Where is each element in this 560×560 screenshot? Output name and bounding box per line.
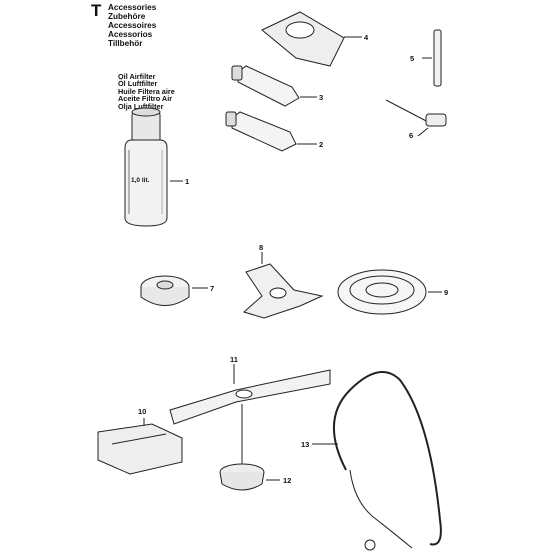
title-fr: Accessoires <box>108 21 157 30</box>
section-letter: T <box>91 1 102 20</box>
combination-wrench-part <box>385 99 447 137</box>
harness-strap-part <box>312 371 442 551</box>
callout-10: 10 <box>138 407 147 416</box>
title-sv: Tillbehör <box>108 39 143 48</box>
section-titles: Accessories Zubehöre Accessoires Acessor… <box>108 3 156 48</box>
support-cup-part <box>219 404 280 491</box>
callout-11: 11 <box>230 355 238 364</box>
oil-label-en: Oil Airfilter <box>118 72 156 81</box>
grease-tube-2 <box>225 111 317 152</box>
oil-label-es: Aceite Filtro Air <box>118 94 173 104</box>
callout-8: 8 <box>259 243 264 252</box>
oil-label-fr: Huile Filtera aire <box>118 86 175 96</box>
callout-7: 7 <box>210 284 215 293</box>
title-de: Zubehöre <box>108 12 146 21</box>
harness-pad-part <box>261 11 362 67</box>
callout-3: 3 <box>319 93 324 102</box>
rod-part <box>422 29 442 87</box>
oil-label-de: Öl Luftfilter <box>118 79 158 89</box>
callout-5: 5 <box>410 54 415 63</box>
oil-bottle-part <box>124 107 183 227</box>
grass-blade-part <box>169 364 331 425</box>
spacer-sleeves-part <box>97 418 183 475</box>
oil-airfilter-labels: Oil Airfilter Öl Luftfilter Huile Filter… <box>118 73 175 110</box>
callout-13: 13 <box>301 440 310 449</box>
title-en: Accessories <box>108 3 157 12</box>
callout-1: 1 <box>185 177 190 186</box>
callout-2: 2 <box>319 140 324 149</box>
oil-label-sv: Olja Luftfilter <box>118 101 164 111</box>
callout-12: 12 <box>283 476 292 485</box>
grease-tube-3 <box>231 65 317 107</box>
title-es: Acessorios <box>108 30 153 39</box>
bump-head-cap-part <box>140 275 208 306</box>
three-tooth-blade-part <box>242 252 324 319</box>
callout-9: 9 <box>444 288 449 297</box>
guard-part <box>337 269 442 315</box>
callout-6: 6 <box>409 131 414 140</box>
bottle-volume-label: 1,0 lit. <box>131 177 150 184</box>
callout-4: 4 <box>364 33 369 42</box>
